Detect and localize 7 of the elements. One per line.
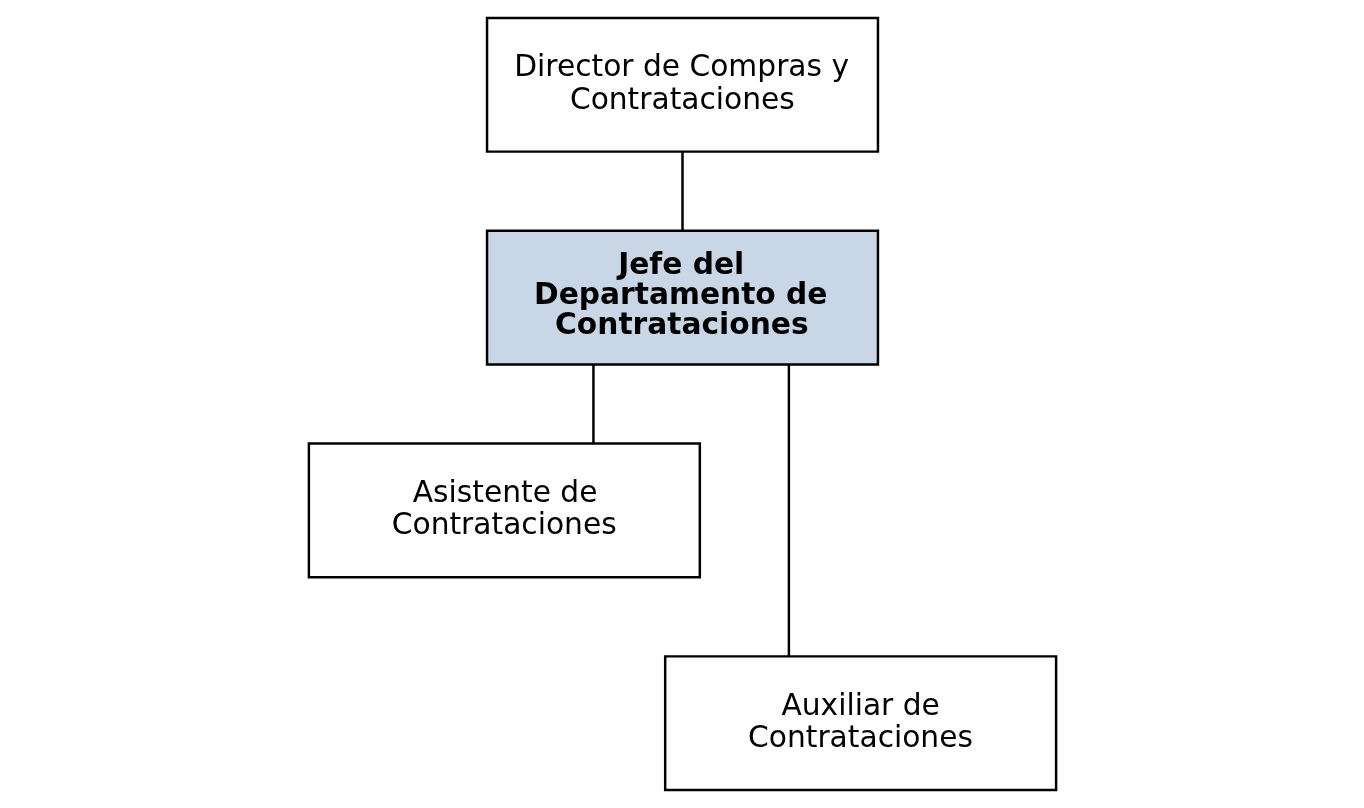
node-box: Asistente de Contrataciones: [307, 442, 701, 579]
connector: [680, 152, 684, 231]
node-box: Jefe del Departamento de Contrataciones: [485, 229, 879, 366]
connector: [787, 365, 790, 657]
connector: [591, 364, 595, 444]
node-box: Auxiliar de Contrataciones: [663, 655, 1057, 792]
node-box: Director de Compras y Contrataciones: [485, 16, 879, 153]
